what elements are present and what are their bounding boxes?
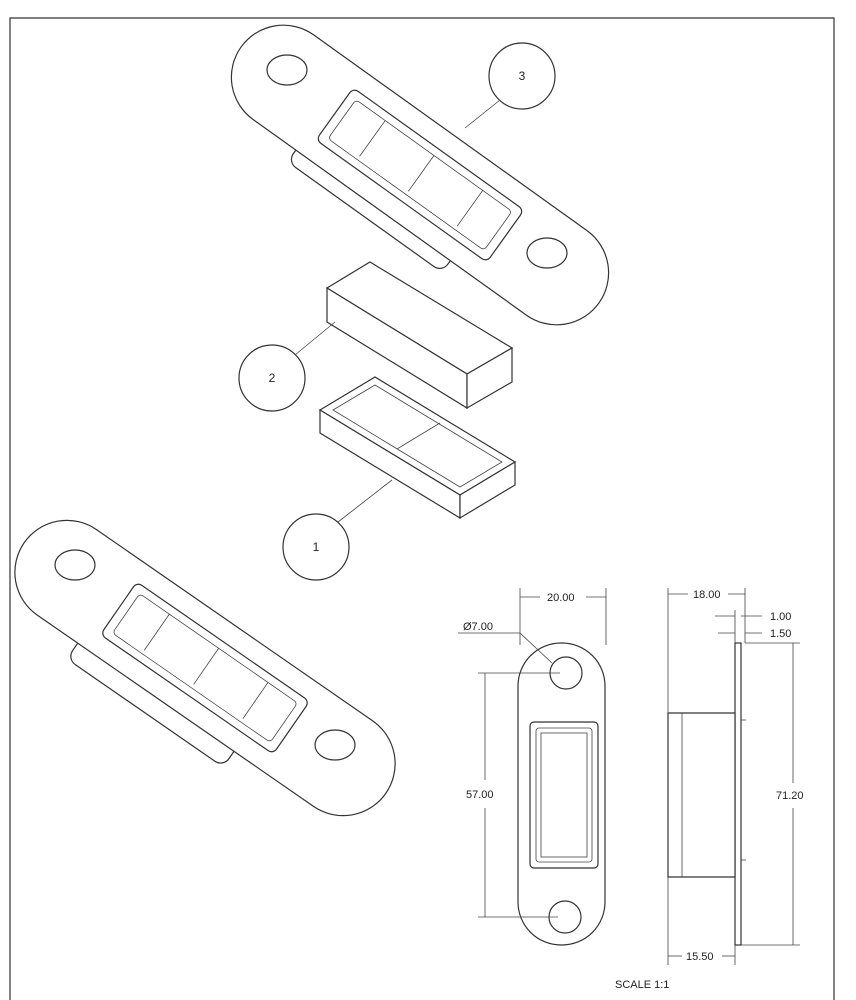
part-3-strike-plate: [230, 24, 610, 326]
dim-thickness-b: 1.50: [770, 628, 791, 640]
dim-thickness-a: 1.00: [770, 611, 791, 623]
scale-label: SCALE 1:1: [615, 979, 669, 991]
side-view-dimensions: 18.00 1.00 1.50 71.20 15.50: [667, 588, 804, 965]
part-2-block: [325, 261, 514, 410]
part-1-tray: [318, 376, 517, 520]
mounting-hole: [526, 237, 568, 269]
dim-hole-diameter: Ø7.00: [463, 621, 493, 633]
side-view: [667, 642, 746, 946]
drawing-frame: [9, 17, 835, 1000]
assembled-isometric-view: [14, 519, 396, 817]
balloon-2: [238, 344, 306, 412]
front-view-dimensions: 20.00 Ø7.00 57.00: [458, 588, 607, 918]
dim-width: 20.00: [547, 592, 575, 604]
dim-depth: 18.00: [693, 589, 721, 601]
balloon-2-label: 2: [269, 371, 276, 385]
dim-body-depth: 15.50: [686, 951, 714, 963]
dim-hole-spacing: 57.00: [466, 789, 494, 801]
dim-length: 71.20: [776, 790, 804, 802]
balloon-1-label: 1: [313, 540, 320, 554]
balloon-3-label: 3: [519, 69, 526, 83]
front-view: [517, 642, 606, 946]
mounting-hole: [266, 54, 308, 86]
balloon-1: [282, 513, 350, 581]
balloon-3: [488, 42, 556, 110]
